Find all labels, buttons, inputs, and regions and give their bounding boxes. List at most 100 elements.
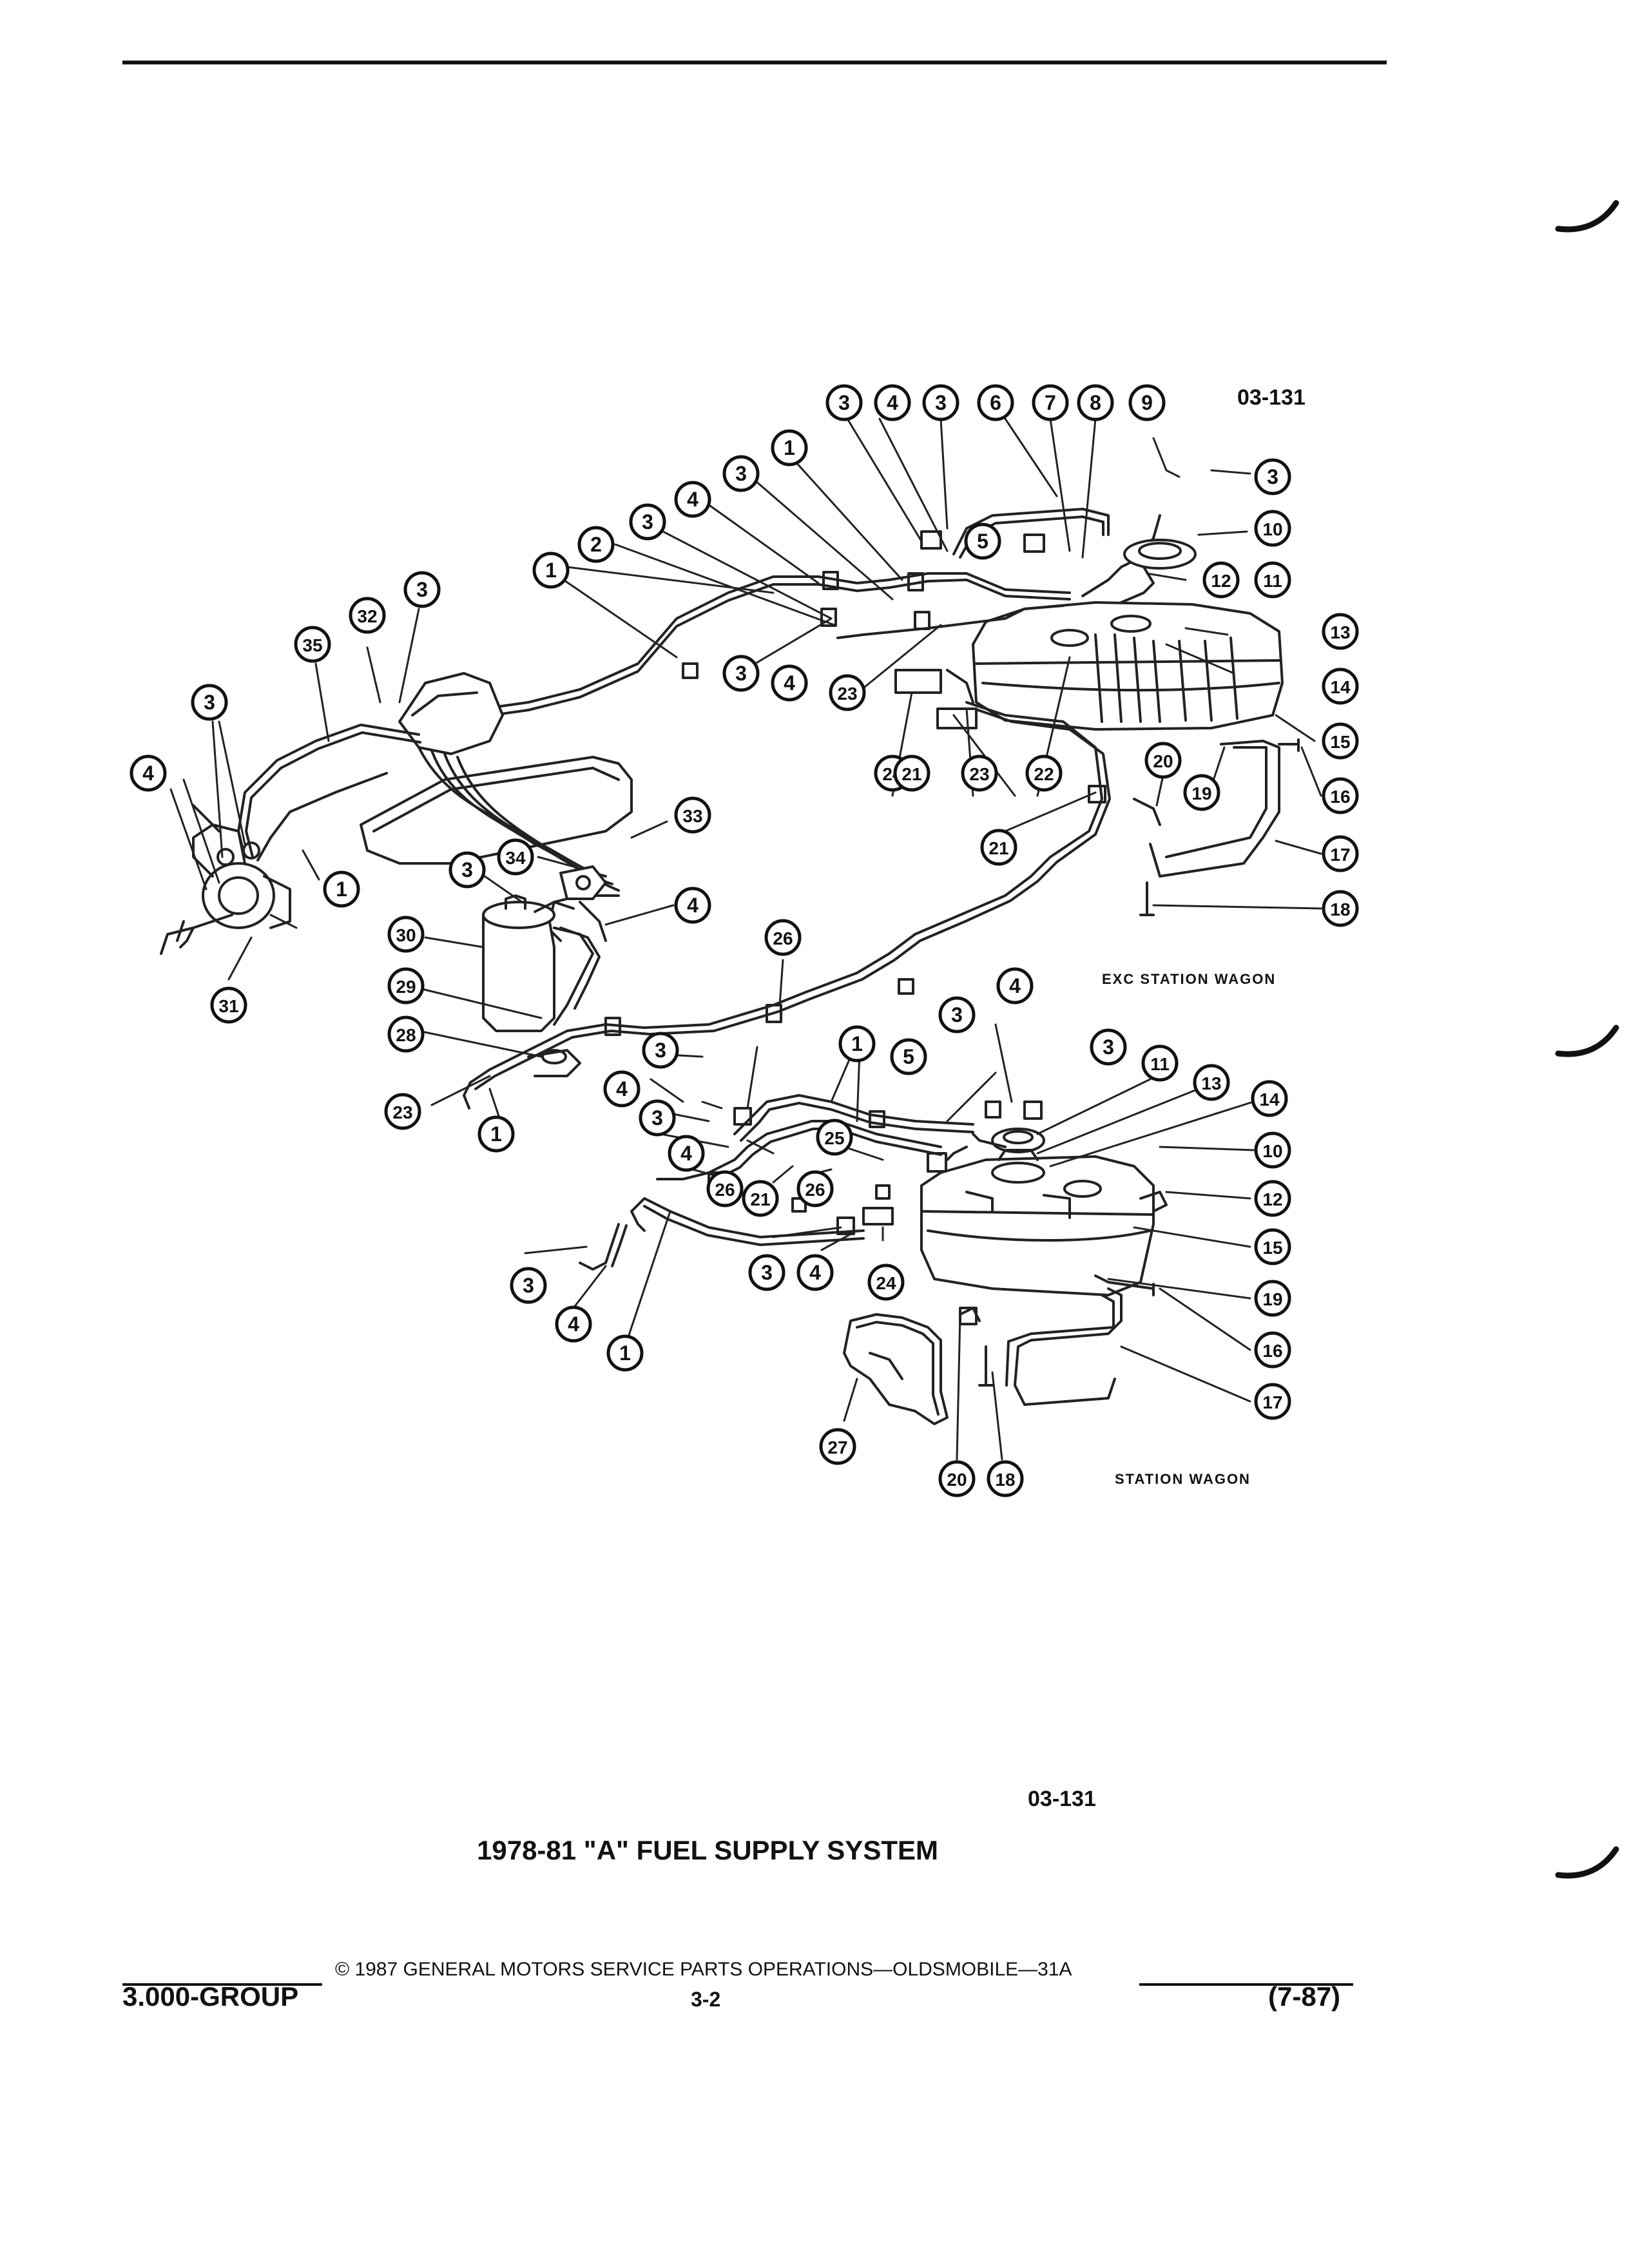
callout-circle: [1254, 561, 1291, 599]
callout-number: 4: [687, 488, 699, 511]
callout-number: 3: [416, 578, 428, 601]
callout-circle: [629, 503, 666, 541]
callout-number: 16: [1262, 1341, 1282, 1361]
callout-32-c-36: 32: [349, 597, 386, 634]
callout-3-c-09: 3: [722, 455, 760, 492]
callout-1-c-08: 1: [771, 429, 808, 466]
ref-code-bottom: 03-131: [1028, 1787, 1096, 1811]
callout-circle: [1144, 742, 1182, 779]
callout-circle: [603, 1070, 641, 1108]
callout-number: 13: [1330, 622, 1350, 642]
callout-number: 15: [1262, 1238, 1282, 1258]
callout-number: 26: [773, 928, 793, 948]
footer-group: 3.000-GROUP: [122, 1981, 299, 2012]
callout-circle: [448, 851, 486, 889]
callout-4-c-72: 4: [796, 1254, 834, 1291]
callout-number: 27: [827, 1437, 847, 1457]
label-station-wagon: STATION WAGON: [1115, 1471, 1251, 1487]
callout-circle: [1183, 774, 1220, 811]
callout-number: 5: [903, 1045, 914, 1068]
tank-strap-upper: [1133, 738, 1300, 916]
callout-number: 11: [1150, 1054, 1170, 1074]
callout-17-c-76: 17: [1254, 1383, 1291, 1420]
line-clips-lower: [708, 1100, 1043, 1325]
callout-number: 4: [568, 1312, 579, 1336]
callout-1-c-55: 1: [838, 1025, 876, 1062]
callout-circle: [1193, 1064, 1230, 1101]
callout-number: 3: [642, 510, 653, 533]
callout-19-c-74: 19: [1254, 1280, 1291, 1317]
callout-1-c-40: 1: [323, 870, 360, 908]
callout-circle: [1254, 1228, 1291, 1265]
callout-35-c-37: 35: [294, 626, 331, 663]
callout-number: 14: [1259, 1090, 1280, 1110]
callout-3-c-44: 3: [448, 851, 486, 889]
callout-23-c-50: 23: [384, 1093, 421, 1130]
callout-number: 3: [1103, 1035, 1114, 1059]
callout-4-c-10: 4: [674, 481, 711, 518]
callout-4-c-78: 4: [555, 1305, 592, 1343]
callout-circle: [1025, 754, 1063, 792]
callout-number: 21: [988, 838, 1008, 858]
fuel-tank-upper: [972, 601, 1284, 731]
callout-3-c-53: 3: [938, 996, 976, 1033]
callout-7-c-05: 7: [1032, 384, 1069, 421]
callout-circle: [1254, 458, 1291, 495]
callout-circle: [1254, 1280, 1291, 1317]
callout-28-c-48: 28: [387, 1015, 425, 1053]
callout-16-c-75: 16: [1254, 1331, 1291, 1369]
callout-circle: [938, 996, 976, 1033]
diagram-title: 1978-81 "A" FUEL SUPPLY SYSTEM: [477, 1835, 938, 1865]
callout-circle: [996, 967, 1034, 1004]
callout-circle: [829, 674, 866, 711]
callout-number: 28: [396, 1025, 416, 1045]
callout-circle: [1077, 384, 1114, 421]
callout-circle: [742, 1180, 779, 1217]
callout-number: 3: [523, 1274, 534, 1297]
callout-26-c-49: 26: [764, 919, 802, 956]
callout-circle: [1254, 510, 1291, 547]
callout-number: 10: [1262, 519, 1282, 539]
callout-number: 8: [1090, 391, 1101, 414]
callout-5-c-56: 5: [890, 1038, 927, 1075]
callout-14-c-59: 14: [1251, 1080, 1288, 1117]
callout-circle: [1128, 384, 1166, 421]
callout-16-c-22: 16: [1322, 777, 1359, 814]
callout-3-c-60: 3: [1090, 1028, 1127, 1066]
callout-circle: [922, 384, 959, 421]
callout-number: 4: [142, 762, 154, 785]
callout-number: 10: [1262, 1141, 1282, 1161]
callout-circle: [977, 384, 1014, 421]
callout-23-c-30: 23: [829, 674, 866, 711]
callout-number: 14: [1330, 677, 1351, 697]
callout-4-c-02: 4: [874, 384, 911, 421]
fuel-lines-upper: [443, 508, 1111, 1110]
callout-circle: [384, 1093, 421, 1130]
callout-33-c-42: 33: [674, 796, 711, 834]
callout-circle: [1254, 1331, 1291, 1369]
callout-number: 4: [1009, 974, 1021, 997]
callout-circle: [210, 986, 247, 1024]
callout-circle: [1202, 561, 1240, 599]
callout-circle: [1251, 1080, 1288, 1117]
callout-4-c-29: 4: [771, 664, 808, 702]
callout-circle: [1090, 1028, 1127, 1066]
callout-circle: [510, 1267, 547, 1304]
canister-bracket: [559, 865, 607, 900]
callout-20-c-26: 20: [1144, 742, 1182, 779]
callout-number: 21: [901, 764, 921, 784]
callout-4-c-39: 4: [130, 754, 167, 792]
callout-number: 3: [461, 858, 473, 881]
callout-number: 3: [735, 662, 747, 685]
callout-circle: [816, 1119, 853, 1156]
callout-number: 3: [1267, 465, 1278, 488]
callout-circle: [796, 1170, 834, 1207]
callout-circle: [294, 626, 331, 663]
callout-3-c-62: 3: [639, 1099, 676, 1137]
callout-3-c-03: 3: [922, 384, 959, 421]
callout-number: 17: [1330, 845, 1350, 865]
callout-circle: [838, 1025, 876, 1062]
callout-4-c-61: 4: [603, 1070, 641, 1108]
callout-number: 4: [887, 391, 898, 414]
callout-13-c-19: 13: [1322, 613, 1359, 650]
